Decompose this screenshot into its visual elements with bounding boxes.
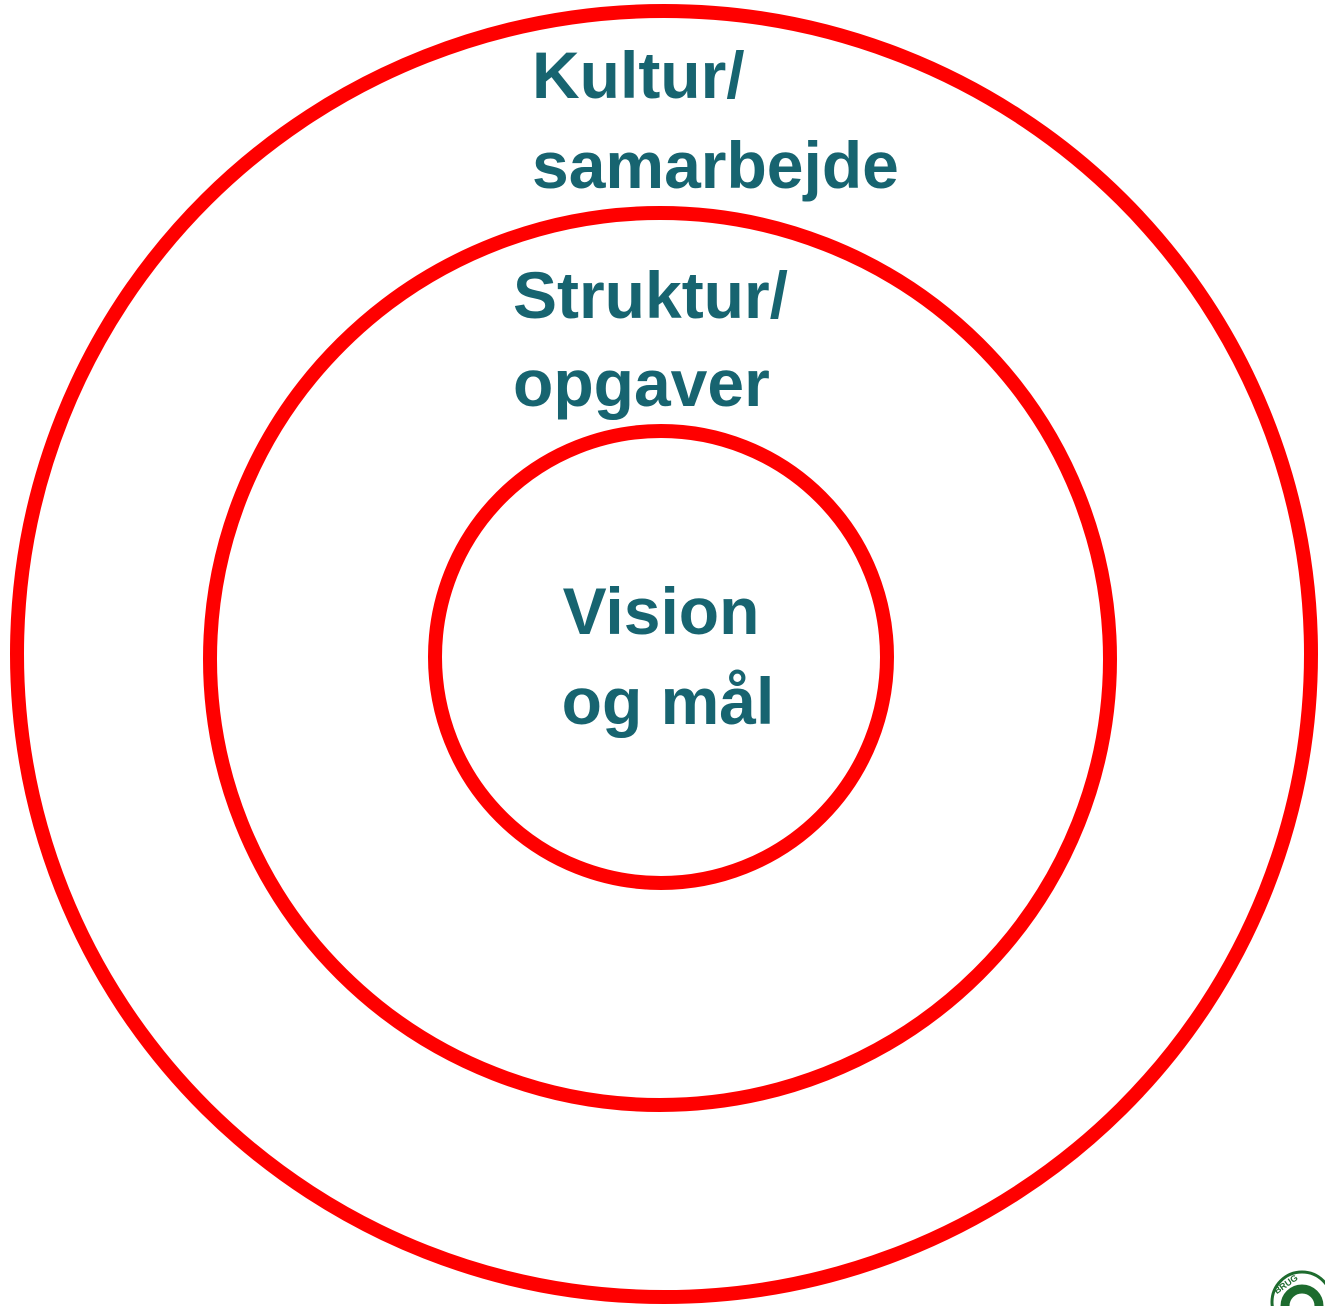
middle-ring-label-line1: Struktur/: [513, 258, 788, 332]
outer-ring-label-line1: Kultur/: [532, 38, 745, 112]
partial-logo-icon: BRUG: [1270, 1270, 1325, 1306]
inner-ring-label-line2: og mål: [562, 664, 775, 738]
outer-ring-label-line2: samarbejde: [532, 128, 899, 202]
outer-ring: [10, 4, 1318, 1304]
inner-ring: [428, 424, 894, 890]
middle-ring: [203, 206, 1117, 1112]
inner-ring-label-line1: Vision: [563, 574, 760, 648]
middle-ring-label-line2: opgaver: [513, 346, 770, 420]
